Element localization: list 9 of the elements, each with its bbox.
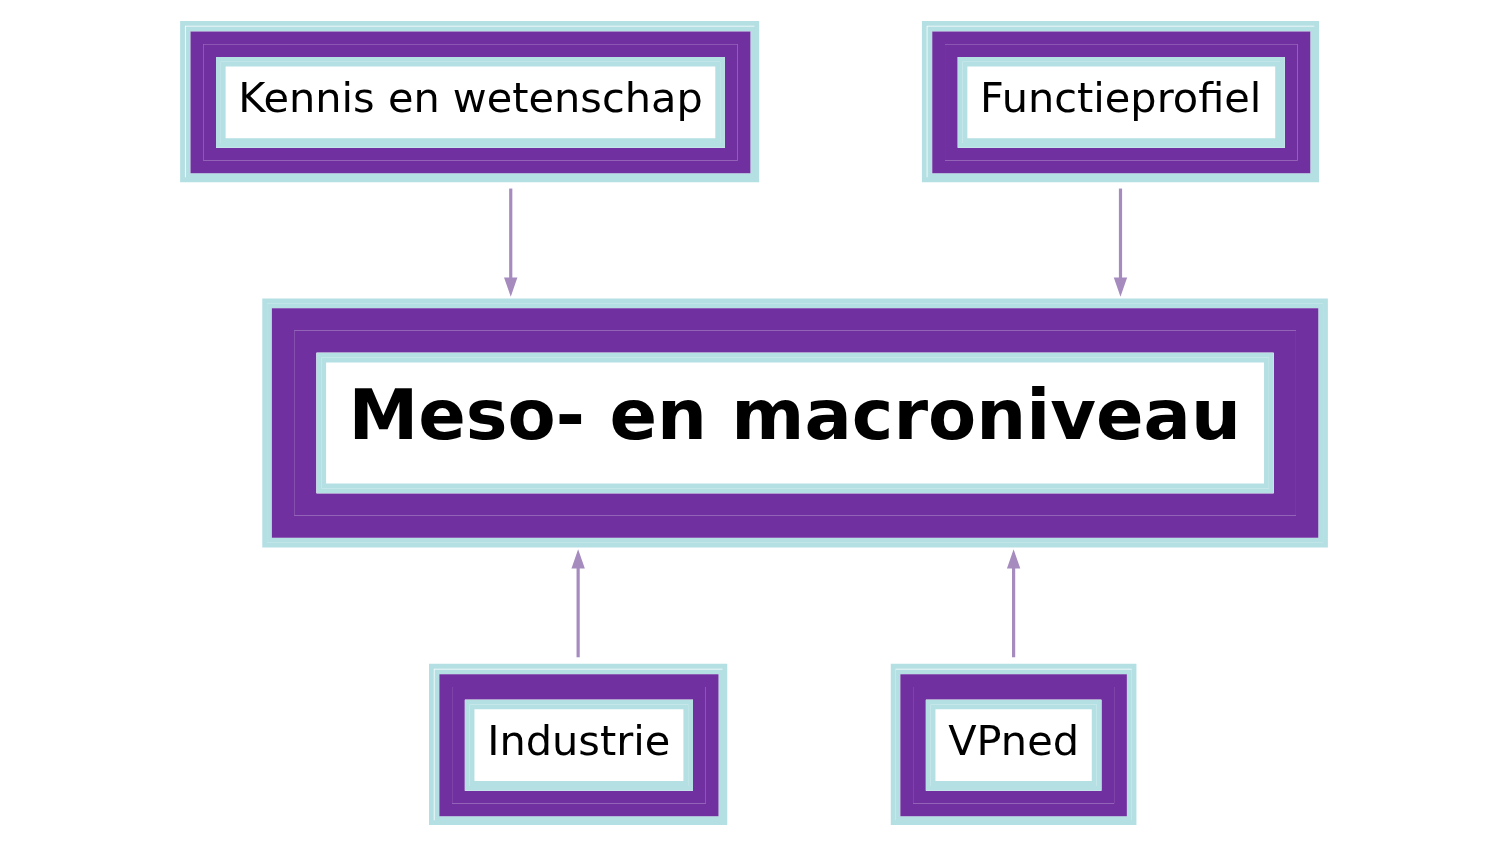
node-box: VPned — [890, 663, 1137, 825]
node-box: Kennis en wetenschap — [180, 21, 760, 183]
arrow — [571, 549, 585, 658]
node-box: Industrie — [429, 663, 728, 825]
node-box: Meso- en macroniveau — [262, 298, 1328, 548]
arrow — [1006, 549, 1021, 658]
node-box: Functieprofiel — [921, 21, 1320, 183]
arrow — [1113, 188, 1128, 297]
arrow — [504, 188, 518, 297]
